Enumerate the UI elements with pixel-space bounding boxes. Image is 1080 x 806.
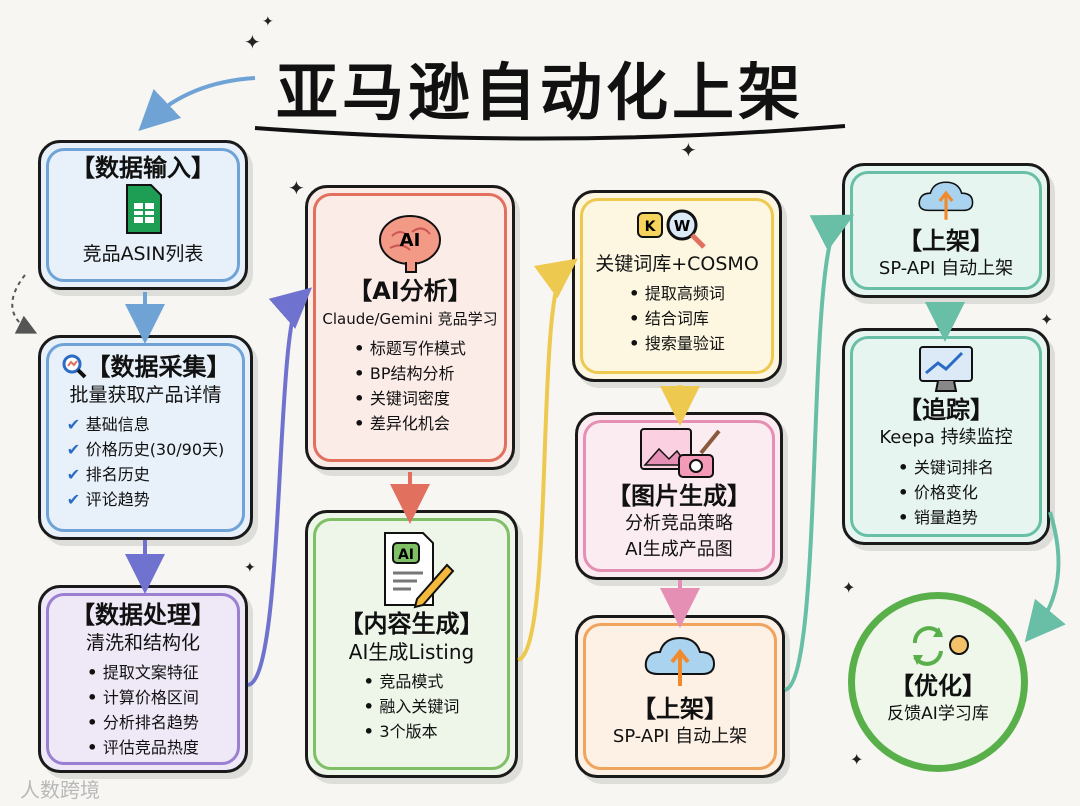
list-item: 关键词密度	[354, 386, 466, 411]
list-item: 价格变化	[898, 480, 994, 505]
list-item: 提取文案特征	[87, 660, 199, 685]
step-data-collection: 【数据采集】 批量获取产品详情 基础信息 价格历史(30/90天) 排名历史 评…	[38, 335, 253, 540]
step-subtitle: 批量获取产品详情	[69, 384, 222, 406]
step-header: 【图片生成】	[607, 482, 751, 510]
list-item: 竞品模式	[364, 669, 460, 694]
step-subtitle: AI生成Listing	[348, 640, 475, 664]
list-item: 计算价格区间	[87, 685, 199, 710]
watermark: 人数跨境	[20, 778, 100, 802]
sparkle-icon: ✦	[244, 30, 261, 54]
spreadsheet-icon	[126, 184, 162, 234]
step-header: 【AI分析】	[348, 277, 472, 305]
step-subtitle: SP-API 自动上架	[878, 258, 1014, 279]
arrow-title-to-input	[138, 76, 256, 132]
sparkle-icon: ✦	[680, 138, 697, 162]
search-magnifier-icon	[62, 354, 86, 379]
step-list: 基础信息 价格历史(30/90天) 排名历史 评论趋势	[67, 412, 225, 512]
ai-document-pencil-icon: AI	[383, 532, 454, 609]
arrow-content-to-keywords	[516, 258, 578, 662]
ai-brain-icon: AI	[379, 215, 441, 273]
step-header: 【优化】	[890, 672, 986, 700]
list-item: 基础信息	[67, 412, 225, 437]
cloud-upload-icon	[644, 636, 716, 686]
keyword-badge-w: W	[674, 217, 691, 235]
list-item: BP结构分析	[354, 361, 466, 386]
step-subtitle: 竞品ASIN列表	[82, 243, 204, 265]
step-data-input: 【数据输入】 竞品ASIN列表	[38, 140, 248, 290]
step-image-generation: 【图片生成】 分析竞品策略 AI生成产品图	[575, 412, 783, 580]
list-item: 融入关键词	[364, 694, 459, 719]
step-optimize: 【优化】 反馈AI学习库	[848, 592, 1028, 772]
step-subtitle: 清洗和结构化	[85, 632, 200, 654]
step-data-processing: 【数据处理】 清洗和结构化 提取文案特征 计算价格区间 分析排名趋势 评估竞品热…	[38, 585, 248, 773]
step-header-text: 【数据采集】	[86, 353, 231, 381]
list-item: 提取高频词	[629, 281, 725, 306]
step-subtitle: 反馈AI学习库	[887, 704, 989, 724]
step-content-generation: AI 【内容生成】 AI生成Listing 竞品模式 融入关键词 3个版本	[305, 510, 518, 778]
step-header: 【数据处理】	[71, 601, 215, 629]
page-title: 亚马逊自动化上架	[275, 56, 804, 129]
sparkle-icon: ✦	[1040, 310, 1054, 329]
step-list: 提取高频词 结合词库 搜索量验证	[629, 281, 725, 356]
step-header: 【内容生成】	[339, 610, 484, 638]
step-keywords: K W 关键词库+COSMO 提取高频词 结合词库 搜索量验证	[572, 190, 782, 382]
step-ai-analysis: AI 【AI分析】 Claude/Gemini 竞品学习 标题写作模式 BP结构…	[305, 185, 515, 470]
step-list: 关键词排名 价格变化 销量趋势	[898, 455, 994, 530]
sparkle-icon: ✦	[850, 750, 864, 769]
step-listing-upload: 【上架】 SP-API 自动上架	[575, 615, 785, 778]
step-tracking: 【追踪】 Keepa 持续监控 关键词排名 价格变化 销量趋势	[842, 328, 1050, 545]
list-item: 关键词排名	[898, 455, 994, 480]
keyword-badge-k: K	[645, 219, 657, 235]
sparkle-icon: ✦	[842, 578, 856, 597]
step-list: 竞品模式 融入关键词 3个版本	[364, 669, 460, 744]
step-header: 【上架】	[898, 227, 994, 255]
ai-badge: AI	[397, 547, 413, 563]
step-header: 【追踪】	[898, 396, 994, 424]
sparkle-icon: ✦	[288, 176, 305, 200]
arrow-return-left	[11, 274, 38, 334]
list-item: 评论趋势	[67, 487, 225, 512]
step-list: 提取文案特征 计算价格区间 分析排名趋势 评估竞品热度	[87, 660, 199, 760]
list-item: 评估竞品热度	[87, 735, 199, 760]
list-item: 搜索量验证	[629, 331, 725, 356]
list-item: 标题写作模式	[354, 336, 466, 361]
list-item: 差异化机会	[354, 411, 466, 436]
monitor-chart-icon	[919, 346, 973, 392]
title-underline	[254, 124, 846, 141]
ai-badge: AI	[400, 230, 421, 251]
step-header: 【上架】	[632, 695, 728, 723]
refresh-brain-icon	[913, 626, 969, 666]
step-header: 【数据采集】	[41, 352, 250, 382]
image-camera-icon	[640, 428, 721, 478]
list-item: 排名历史	[67, 462, 225, 487]
step-subtitle: Claude/Gemini 竞品学习	[322, 310, 498, 328]
step-header: 【数据输入】	[71, 154, 215, 182]
list-item: 销量趋势	[898, 505, 994, 530]
cloud-upload-icon	[918, 181, 974, 220]
step-subtitle-2: AI生成产品图	[625, 539, 733, 560]
step-listing-upload-final: 【上架】 SP-API 自动上架	[842, 163, 1050, 298]
keyword-search-icon: K W	[637, 209, 706, 249]
sparkle-icon: ✦	[244, 560, 256, 576]
list-item: 价格历史(30/90天)	[67, 437, 225, 462]
step-list: 标题写作模式 BP结构分析 关键词密度 差异化机会	[354, 336, 466, 436]
step-subtitle: SP-API 自动上架	[612, 726, 748, 747]
arrow-listing-to-listing-top	[783, 214, 855, 692]
list-item: 结合词库	[629, 306, 725, 331]
step-header: 关键词库+COSMO	[595, 253, 759, 275]
list-item: 分析排名趋势	[87, 710, 199, 735]
sparkle-icon: ✦	[262, 14, 274, 30]
step-subtitle: Keepa 持续监控	[879, 427, 1013, 448]
step-subtitle: 分析竞品策略	[625, 513, 733, 534]
list-item: 3个版本	[364, 719, 460, 744]
arrow-track-to-optimize	[1024, 511, 1066, 643]
arrow-process-to-ai	[247, 287, 312, 687]
